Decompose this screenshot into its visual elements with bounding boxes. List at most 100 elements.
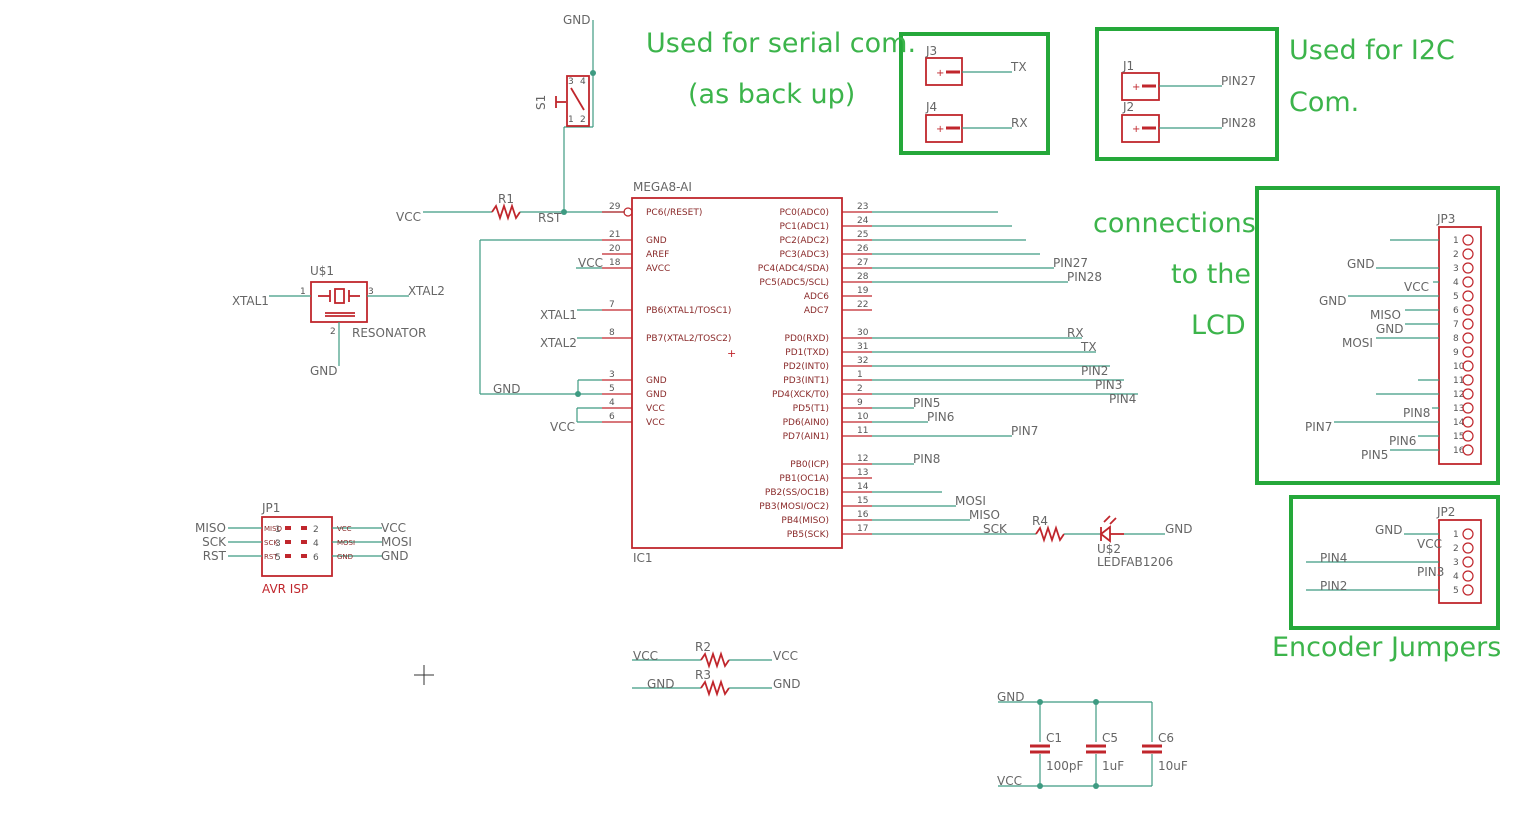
ic-pin-name: PB4(MISO) xyxy=(781,516,829,526)
net-gnd-s1: GND xyxy=(563,13,591,27)
net-gnd-jp3-3: GND xyxy=(1347,257,1375,271)
ic-pin-number: 7 xyxy=(609,300,615,310)
net-vcc-caps: VCC xyxy=(997,774,1022,788)
svg-text:+: + xyxy=(1132,124,1140,135)
part-jp1: JP1 xyxy=(261,501,280,515)
ic-pin-name: GND xyxy=(646,376,667,386)
ic-pin-number: 6 xyxy=(609,412,615,422)
ic-pin-name: PC3(ADC3) xyxy=(779,250,829,260)
resistors-r2-r3: VCC VCC R2 GND GND R3 xyxy=(632,640,801,697)
ic-pin-name: PD1(TXD) xyxy=(785,348,829,358)
isp-inner-left-label: RST xyxy=(264,553,278,561)
part-c6-value: 10uF xyxy=(1158,759,1188,773)
jp3-pin-number: 8 xyxy=(1453,334,1459,344)
jp3-pin-pad xyxy=(1462,430,1474,442)
ic-pin-number: 21 xyxy=(609,230,620,240)
net-pin28-j2: PIN28 xyxy=(1221,116,1256,130)
jp3-pin-number: 2 xyxy=(1453,250,1459,260)
ic-pin-number: 4 xyxy=(609,398,615,408)
ic-pin-name: AREF xyxy=(646,250,669,260)
net-tx-ic: TX xyxy=(1080,340,1097,354)
annotation-encoder: Encoder Jumpers xyxy=(1272,632,1501,663)
jp3-pin-pad xyxy=(1462,304,1474,316)
ic-pin-number: 31 xyxy=(857,342,868,352)
ic-pin-number: 27 xyxy=(857,258,868,268)
net-xtal2-ic: XTAL2 xyxy=(540,336,577,350)
ic-pin-number: 3 xyxy=(609,370,615,380)
jp3-pin-pad xyxy=(1462,262,1474,274)
ic-pin-number: 2 xyxy=(857,384,863,394)
svg-text:+: + xyxy=(936,68,944,79)
ic-pin-number: 24 xyxy=(857,216,869,226)
jp3-pin-pad xyxy=(1462,332,1474,344)
ic-pin-number: 10 xyxy=(857,412,869,422)
isp-pin-b: 4 xyxy=(313,539,319,549)
isp-pin-a: 5 xyxy=(275,553,281,563)
jp3-pin-pad xyxy=(1462,388,1474,400)
jp3-pin-number: 4 xyxy=(1453,278,1459,288)
net-vcc-ic: VCC xyxy=(550,420,575,434)
jp3-pin-pad xyxy=(1462,234,1474,246)
jp2-pin-number: 4 xyxy=(1453,572,1459,582)
jp3-pin-number: 10 xyxy=(1453,362,1465,372)
net-vcc-avcc: VCC xyxy=(578,256,603,270)
net-xtal2-res: XTAL2 xyxy=(408,284,445,298)
net-gnd-jp3-6: GND xyxy=(1319,294,1347,308)
jp3-pin-pad xyxy=(1462,416,1474,428)
isp-inner-left-label: MISO xyxy=(264,525,283,533)
net-vcc-r1: VCC xyxy=(396,210,421,224)
ic-pin-name: PB1(OC1A) xyxy=(779,474,829,484)
annotation-serial-1: Used for serial com. xyxy=(646,28,916,59)
jp2-pin-pad xyxy=(1462,556,1474,568)
ic-pin-name: PB6(XTAL1/TOSC1) xyxy=(646,306,731,316)
part-j4: J4 xyxy=(925,100,937,114)
net-pin3-ic: PIN3 xyxy=(1095,378,1122,392)
ic-pin-name: PB3(MOSI/OC2) xyxy=(759,502,829,512)
jp3-pin-number: 14 xyxy=(1453,418,1465,428)
ic-pin-name: ADC6 xyxy=(804,292,829,302)
ic-pin-name: PC2(ADC2) xyxy=(779,236,829,246)
net-mosi-ic: MOSI xyxy=(955,494,986,508)
ic-pin-name: ADC7 xyxy=(804,306,829,316)
part-j2: J2 xyxy=(1122,100,1134,114)
jp3-pin-number: 12 xyxy=(1453,390,1464,400)
isp-net-left: RST xyxy=(203,549,227,563)
annotation-serial-2: (as back up) xyxy=(688,79,855,110)
svg-text:3: 3 xyxy=(568,77,574,87)
net-vcc-jp2: VCC xyxy=(1417,537,1442,551)
net-vcc-r2a: VCC xyxy=(633,649,658,663)
net-pin4-jp2: PIN4 xyxy=(1320,551,1347,565)
ic-pin-name: PC4(ADC4/SDA) xyxy=(758,264,829,274)
jp3-pin-number: 3 xyxy=(1453,264,1459,274)
capacitors: GND VCC C1 100pF C5 1uF C6 10uF xyxy=(997,690,1188,789)
ic-pin-number: 14 xyxy=(857,482,869,492)
ic-pin-name: PB2(SS/OC1B) xyxy=(765,488,829,498)
ic-pin-number: 11 xyxy=(857,426,868,436)
part-c5-value: 1uF xyxy=(1102,759,1124,773)
isp-inner-right-label: MOSI xyxy=(337,539,355,547)
jp3-pin-pad xyxy=(1462,360,1474,372)
ic-pin-name: AVCC xyxy=(646,264,670,274)
net-vcc-jp3: VCC xyxy=(1404,280,1429,294)
net-rst: RST xyxy=(538,211,562,225)
ic-pin-number: 29 xyxy=(609,202,621,212)
svg-text:3: 3 xyxy=(368,287,374,297)
ic-pin-number: 26 xyxy=(857,244,869,254)
net-miso-ic: MISO xyxy=(969,508,1000,522)
ic-pin-number: 19 xyxy=(857,286,869,296)
ic-pin-name: PD4(XCK/T0) xyxy=(772,390,829,400)
net-pin8-jp3: PIN8 xyxy=(1403,406,1430,420)
ic-pin-number: 23 xyxy=(857,202,868,212)
net-pin6-ic: PIN6 xyxy=(927,410,954,424)
annotation-lcd-3: LCD xyxy=(1191,310,1246,341)
net-gnd-ic: GND xyxy=(493,382,521,396)
net-sck-ic: SCK xyxy=(983,522,1008,536)
svg-text:4: 4 xyxy=(580,77,586,87)
ic-pin-number: 17 xyxy=(857,524,868,534)
isp-net-left: SCK xyxy=(202,535,227,549)
net-rx-ic: RX xyxy=(1067,326,1084,340)
jp3-pin-number: 11 xyxy=(1453,376,1464,386)
